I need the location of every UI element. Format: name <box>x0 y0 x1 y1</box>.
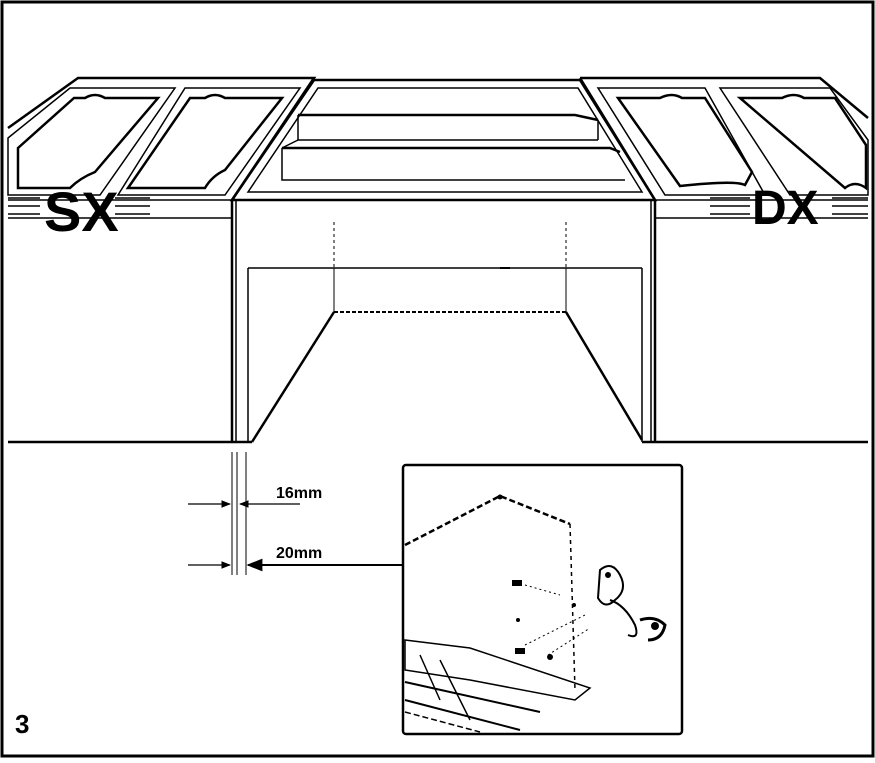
dimension-lines <box>188 452 404 575</box>
label-dx: DX <box>752 182 819 235</box>
label-sx: SX <box>44 180 119 243</box>
figure-number: 3 <box>15 709 29 739</box>
dx-guide-lines <box>710 197 868 215</box>
left-cabinets <box>7 76 317 444</box>
right-cabinets <box>578 76 869 444</box>
dimension-label-20mm: 20mm <box>276 545 322 562</box>
detail-inset <box>401 463 684 736</box>
hood-cabinet <box>229 78 658 444</box>
sx-guide-lines <box>8 197 150 215</box>
dimension-label-16mm: 16mm <box>276 485 322 502</box>
